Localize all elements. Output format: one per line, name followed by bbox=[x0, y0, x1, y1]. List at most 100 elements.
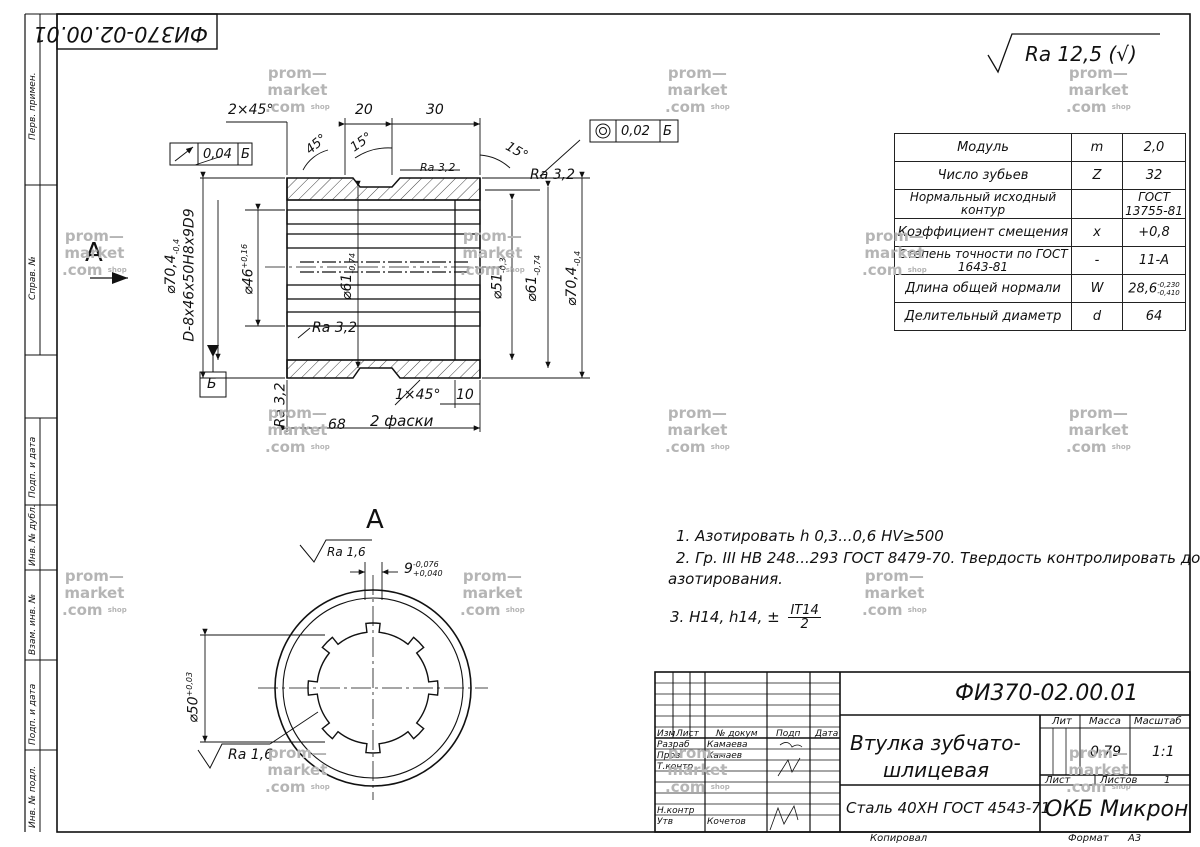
title-utv-name: Кочетов bbox=[707, 817, 746, 827]
sidebar-vzam-inv: Взам. инв. № bbox=[28, 593, 38, 655]
sidebar-sprav: Справ. № bbox=[28, 256, 38, 300]
param-name: Степень точности по ГОСТ 1643-81 bbox=[894, 246, 1072, 275]
param-name: Модуль bbox=[894, 133, 1072, 162]
watermark: prom—market.com shop bbox=[62, 227, 127, 279]
param-value: 2,0 bbox=[1122, 133, 1186, 162]
title-razrab: Разраб bbox=[657, 740, 690, 750]
title-scale-label: Масштаб bbox=[1134, 716, 1182, 727]
note-3: 3. H14, h14, ± IT14 2 bbox=[670, 603, 821, 632]
roughness-bore: Ra 1,6 bbox=[228, 747, 274, 763]
watermark: prom—market.com shop bbox=[265, 64, 330, 116]
param-symbol bbox=[1071, 189, 1123, 219]
sidebar-podp-data-2: Подп. и дата bbox=[28, 683, 38, 745]
watermark: prom—market.com shop bbox=[665, 404, 730, 456]
watermark: prom—market.com shop bbox=[1066, 64, 1131, 116]
title-format-label: Формат bbox=[1068, 833, 1109, 844]
title-col-doc: № докум bbox=[716, 729, 758, 739]
title-sheets-value: 1 bbox=[1164, 775, 1171, 786]
title-lit-label: Лит bbox=[1052, 716, 1072, 727]
base-b-label: Б bbox=[207, 376, 217, 392]
title-mass-value: 0,79 bbox=[1090, 744, 1122, 760]
watermark: prom—market.com shop bbox=[1066, 744, 1131, 796]
dim-d61-left: ⌀61-0,74 bbox=[339, 252, 357, 300]
dim-spline-designation: D-8x46x50H8x9D9 bbox=[181, 208, 198, 342]
note-2b: азотирования. bbox=[668, 570, 783, 588]
watermark: prom—market.com shop bbox=[460, 567, 525, 619]
param-value: 64 bbox=[1122, 302, 1186, 331]
title-format-value: А3 bbox=[1128, 833, 1142, 844]
section-a-label: А bbox=[366, 505, 384, 535]
dim-d70-left: ⌀70,4-0,4 bbox=[163, 238, 182, 295]
title-sheets-label: Листов bbox=[1100, 775, 1138, 786]
title-nkontr: Н.контр bbox=[657, 806, 695, 816]
watermark: prom—market.com shop bbox=[265, 404, 330, 456]
dim-chamfer-1x45: 1×45° bbox=[395, 387, 441, 403]
watermark: prom—market.com shop bbox=[862, 567, 927, 619]
watermark: prom—market.com shop bbox=[62, 567, 127, 619]
param-w-tolerance: -0,230-0,410 bbox=[1157, 280, 1180, 297]
sidebar-perv-primen: Перв. примен. bbox=[28, 72, 38, 140]
coaxiality-value: 0,02 bbox=[621, 124, 650, 139]
dim-20: 20 bbox=[355, 102, 373, 118]
param-row: Степень точности по ГОСТ 1643-81-11-А bbox=[894, 246, 1186, 275]
param-symbol: m bbox=[1071, 133, 1123, 162]
param-value: ГОСТ 13755-81 bbox=[1122, 189, 1186, 219]
title-razrab-name: Камаева bbox=[707, 740, 748, 750]
title-col-podp: Подп bbox=[776, 729, 801, 739]
watermark: prom—market.com shop bbox=[862, 227, 927, 279]
title-tkontr: Т.контр bbox=[657, 762, 694, 772]
title-part-name-2: шлицевая bbox=[883, 758, 990, 782]
title-utv: Утв bbox=[657, 817, 674, 827]
title-col-data: Дата bbox=[815, 729, 839, 739]
dim-d46: ⌀46+0,16 bbox=[240, 243, 257, 295]
sidebar-podp-data-1: Подп. и дата bbox=[28, 436, 38, 498]
param-symbol: W bbox=[1071, 274, 1123, 303]
title-material: Сталь 40ХН ГОСТ 4543-71 bbox=[846, 799, 1051, 817]
dim-chamfer-2x45: 2×45° bbox=[228, 102, 274, 118]
param-value: 11-А bbox=[1122, 246, 1186, 275]
runout-base: Б bbox=[241, 147, 250, 162]
dim-68: 68 bbox=[328, 417, 346, 433]
dim-two-chamfers: 2 фаски bbox=[370, 412, 434, 430]
param-symbol: d bbox=[1071, 302, 1123, 331]
watermark: prom—market.com shop bbox=[665, 744, 730, 796]
title-drawing-number: ФИ370-02.00.01 bbox=[955, 681, 1139, 706]
view-a-arrow-label: А bbox=[85, 238, 103, 268]
param-value: 32 bbox=[1122, 161, 1186, 190]
param-symbol: Z bbox=[1071, 161, 1123, 190]
title-sheet-label: Лист bbox=[1045, 775, 1071, 786]
param-name: Число зубьев bbox=[894, 161, 1072, 190]
param-name: Нормальный исходный контур bbox=[894, 189, 1072, 219]
dim-30: 30 bbox=[426, 102, 444, 118]
general-roughness: Ra 12,5 (√) bbox=[1025, 42, 1137, 66]
param-row: Нормальный исходный контур ГОСТ 13755-81 bbox=[894, 189, 1186, 219]
dim-10: 10 bbox=[456, 387, 474, 403]
watermark: prom—market.com shop bbox=[665, 64, 730, 116]
roughness-mid: Ra 3,2 bbox=[312, 320, 358, 336]
title-col-list: Лист bbox=[676, 729, 699, 739]
param-value: 28,6-0,230-0,410 bbox=[1122, 274, 1186, 303]
param-name: Делительный диаметр bbox=[894, 302, 1072, 331]
title-mass-label: Масса bbox=[1089, 716, 1121, 727]
title-part-name-1: Втулка зубчато- bbox=[850, 731, 1021, 755]
coaxiality-base: Б bbox=[663, 124, 672, 139]
title-col-izm: Изм bbox=[657, 729, 676, 739]
note-1: 1. Азотировать h 0,3...0,6 HV≥500 bbox=[676, 527, 944, 545]
roughness-slot: Ra 1,6 bbox=[327, 545, 366, 559]
roughness-top: Ra 3,2 bbox=[420, 161, 456, 174]
note-2a: 2. Гр. III НВ 248...293 ГОСТ 8479-70. Тв… bbox=[676, 549, 1200, 567]
param-name: Длина общей нормали bbox=[894, 274, 1072, 303]
drawing-number-rotated: ФИ370-02.00.01 bbox=[33, 22, 208, 46]
dim-d61-right: ⌀61-0,74 bbox=[524, 254, 542, 302]
watermark: prom—market.com shop bbox=[1066, 404, 1131, 456]
title-scale-value: 1:1 bbox=[1152, 744, 1175, 760]
dim-slot-9: 9-0,076+0,040 bbox=[404, 560, 443, 578]
dim-d70-right: ⌀70,4-0,4 bbox=[564, 250, 583, 307]
dim-d50: ⌀50+0,03 bbox=[185, 671, 202, 723]
roughness-right: Ra 3,2 bbox=[530, 167, 576, 183]
